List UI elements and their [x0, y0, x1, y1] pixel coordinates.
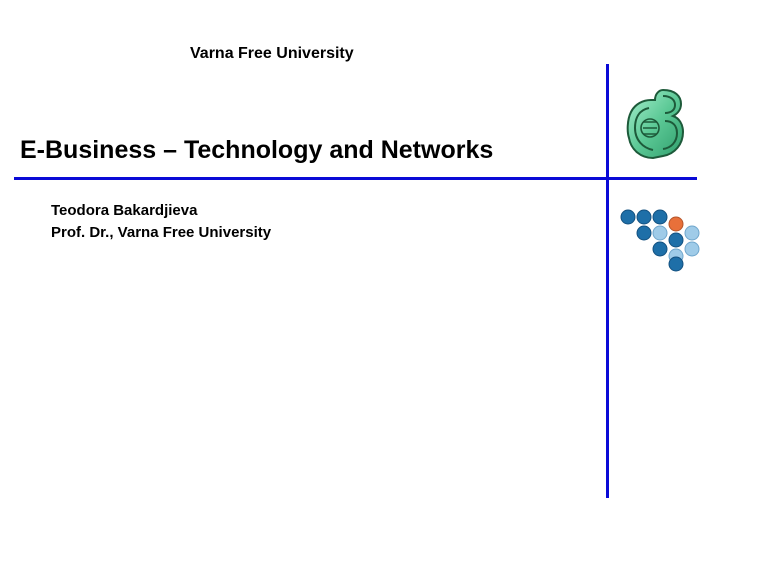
author-block: Teodora Bakardjieva Prof. Dr., Varna Fre…	[51, 200, 271, 244]
vertical-rule	[606, 64, 609, 498]
author-name: Teodora Bakardjieva	[51, 202, 198, 219]
author-title: Prof. Dr., Varna Free University	[51, 224, 272, 241]
horizontal-rule	[14, 177, 697, 180]
university-header: Varna Free University	[190, 45, 354, 62]
university-emblem-icon	[626, 88, 685, 160]
slide-title: E-Business – Technology and Networks	[20, 136, 494, 164]
dot-cluster-icon	[620, 209, 700, 272]
